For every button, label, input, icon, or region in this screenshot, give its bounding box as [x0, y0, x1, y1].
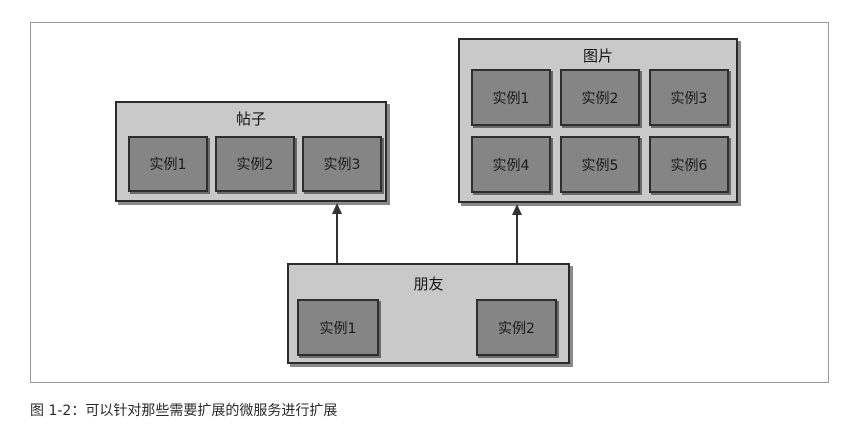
figure-caption: 图 1-2：可以针对那些需要扩展的微服务进行扩展 [30, 403, 338, 419]
friends-instance-2: 实例2 [476, 299, 557, 356]
arrow-friends-to-photos-head [512, 204, 522, 215]
photos-instance-4: 实例4 [471, 136, 551, 193]
posts-instance-1: 实例1 [128, 136, 208, 192]
service-posts: 帖子 实例1 实例2 实例3 [115, 101, 387, 202]
photos-instance-2: 实例2 [560, 69, 640, 126]
service-friends: 朋友 实例1 实例2 [287, 263, 570, 364]
service-friends-title: 朋友 [413, 275, 444, 293]
arrow-friends-to-posts-head [332, 203, 342, 214]
photos-instance-6: 实例6 [649, 136, 729, 193]
photos-instance-3: 实例3 [649, 69, 729, 126]
service-photos: 图片 实例1 实例2 实例3 实例4 实例5 实例6 [458, 38, 738, 203]
posts-instance-2: 实例2 [215, 136, 295, 192]
service-photos-title: 图片 [582, 47, 613, 65]
photos-instance-1: 实例1 [471, 69, 551, 126]
photos-instance-5: 实例5 [560, 136, 640, 193]
posts-instance-3: 实例3 [302, 136, 382, 192]
service-posts-title: 帖子 [235, 110, 266, 128]
friends-instance-1: 实例1 [297, 299, 379, 356]
